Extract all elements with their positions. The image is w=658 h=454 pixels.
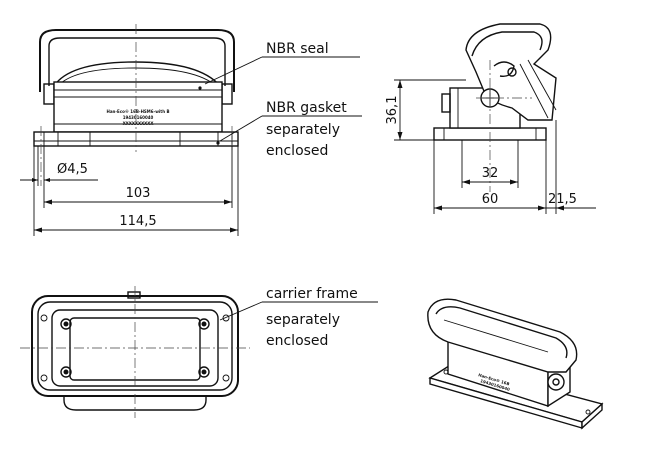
top-view bbox=[20, 286, 250, 418]
dim-hole-diameter: Ø4,5 bbox=[57, 162, 88, 177]
label-nbr-gasket: NBR gasket bbox=[266, 100, 347, 116]
dim-mount-pitch: 32 bbox=[482, 166, 499, 181]
label-carrier-frame: carrier frame bbox=[266, 286, 358, 302]
label-separately-1: separately bbox=[266, 122, 340, 138]
marking-line-3: XXXXXXXXXX bbox=[123, 121, 154, 126]
front-view: Han-Eco® 16B-HSM6-with B 19430160040 XXX… bbox=[33, 24, 239, 186]
dim-height: 36,1 bbox=[385, 96, 400, 125]
side-view-dimensions: 36,1 32 60 21,5 bbox=[385, 79, 596, 214]
dim-lever-offset: 21,5 bbox=[548, 192, 577, 207]
dim-inner-width: 103 bbox=[126, 186, 151, 201]
front-view-dimensions: Ø4,5 103 114,5 bbox=[20, 146, 239, 236]
marking-line-1: Han-Eco® 16B-HSM6-with B bbox=[107, 109, 170, 114]
isometric-view: Han-Eco® 16B 19430160040 bbox=[427, 298, 604, 430]
label-enclosed-2: enclosed bbox=[266, 333, 328, 349]
marking-line-2: 19430160040 bbox=[123, 115, 154, 120]
front-view-labels: NBR seal NBR gasket separately enclosed bbox=[204, 41, 362, 159]
label-nbr-seal: NBR seal bbox=[266, 41, 329, 57]
label-separately-2: separately bbox=[266, 312, 340, 328]
dim-outer-width: 114,5 bbox=[119, 214, 156, 229]
label-enclosed-1: enclosed bbox=[266, 143, 328, 159]
side-view bbox=[433, 23, 557, 192]
top-view-labels: carrier frame separately enclosed bbox=[219, 286, 378, 349]
dim-base-length: 60 bbox=[482, 192, 499, 207]
